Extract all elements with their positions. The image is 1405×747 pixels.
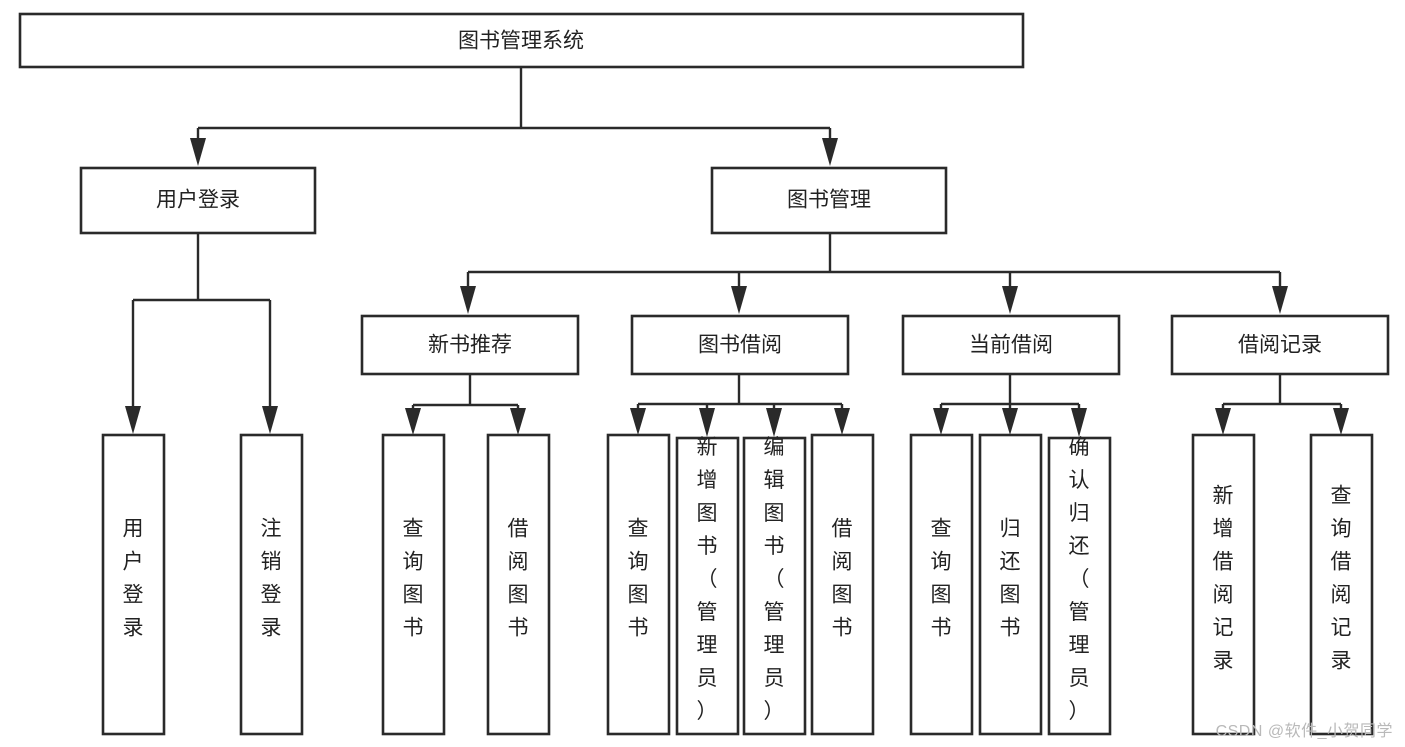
node-root-book-management-system[interactable]: 图书管理系统: [18, 12, 1025, 69]
arrow-head-leaf-book-borrow-3: [766, 408, 782, 437]
leaf-box-user-login-2[interactable]: [239, 433, 304, 736]
arrow-head-leaf-user-login-1: [125, 406, 141, 434]
leaf-node-book-borrow-4[interactable]: 借阅图书: [810, 433, 875, 736]
node-box-book-borrow[interactable]: [630, 314, 850, 376]
node-current-borrow[interactable]: 当前借阅: [901, 314, 1121, 376]
arrow-head-leaf-book-borrow-4: [834, 408, 850, 435]
leaf-box-borrow-record-1[interactable]: [1191, 433, 1256, 736]
node-label-book-borrow: 图书借阅: [698, 334, 782, 357]
arrow-head-leaf-current-borrow-1: [933, 408, 949, 435]
leaf-node-current-borrow-1[interactable]: 查询图书: [909, 433, 974, 736]
node-label-book-management: 图书管理: [787, 189, 871, 212]
leaf-box-current-borrow-3[interactable]: [1047, 436, 1112, 736]
arrow-head-leaf-borrow-record-2: [1333, 408, 1349, 435]
node-label-user-login: 用户登录: [156, 189, 240, 212]
leaf-node-book-borrow-1[interactable]: 查询图书: [606, 433, 671, 736]
node-box-current-borrow[interactable]: [901, 314, 1121, 376]
node-book-management[interactable]: 图书管理: [710, 166, 948, 235]
leaf-box-book-borrow-3[interactable]: [742, 436, 807, 736]
arrow-head-book-mgmt: [822, 138, 838, 166]
node-label-new-book-recommend: 新书推荐: [428, 334, 512, 357]
arrow-head-leaf-book-borrow-1: [630, 408, 646, 435]
leaf-node-new-book-2[interactable]: 借阅图书: [486, 433, 551, 736]
arrow-head-leaf-new-book-2: [510, 408, 526, 435]
leaf-node-book-borrow-2[interactable]: 新增图书（管理员）: [675, 436, 740, 736]
leaf-box-book-borrow-1[interactable]: [606, 433, 671, 736]
connector-group-user-login: [125, 233, 278, 434]
leaf-label-new-book-1: 查询图书: [403, 518, 424, 640]
leaf-box-book-borrow-4[interactable]: [810, 433, 875, 736]
leaf-node-borrow-record-1[interactable]: 新增借阅记录: [1191, 433, 1256, 736]
leaf-label-book-borrow-2: 新增图书（管理员）: [697, 436, 718, 723]
leaf-label-borrow-record-2: 查询借阅记录: [1331, 485, 1352, 673]
leaf-box-current-borrow-1[interactable]: [909, 433, 974, 736]
node-label-root: 图书管理系统: [458, 30, 584, 53]
arrow-head-borrow-record: [1272, 286, 1288, 314]
node-box-book-management[interactable]: [710, 166, 948, 235]
arrow-head-leaf-current-borrow-3: [1071, 408, 1087, 437]
arrow-head-leaf-borrow-record-1: [1215, 408, 1231, 435]
node-borrow-record[interactable]: 借阅记录: [1170, 314, 1390, 376]
arrow-head-new-book: [460, 286, 476, 314]
connector-group-borrow-record: [1215, 375, 1349, 435]
arrow-head-leaf-current-borrow-2: [1002, 408, 1018, 435]
leaf-box-new-book-2[interactable]: [486, 433, 551, 736]
leaf-label-book-borrow-3: 编辑图书（管理员）: [764, 436, 785, 723]
leaf-node-current-borrow-3[interactable]: 确认归还（管理员）: [1047, 436, 1112, 736]
node-box-root[interactable]: [18, 12, 1025, 69]
node-label-current-borrow: 当前借阅: [969, 334, 1053, 357]
leaf-node-borrow-record-2[interactable]: 查询借阅记录: [1309, 433, 1374, 736]
arrow-head-book-borrow: [731, 286, 747, 314]
node-new-book-recommend[interactable]: 新书推荐: [360, 314, 580, 376]
arrow-head-user-login: [190, 138, 206, 166]
leaf-node-book-borrow-3[interactable]: 编辑图书（管理员）: [742, 436, 807, 736]
connector-group-book-borrow: [630, 375, 850, 437]
connector-group-root: [190, 68, 838, 166]
leaf-node-new-book-1[interactable]: 查询图书: [381, 433, 446, 736]
arrow-head-leaf-user-login-2: [262, 406, 278, 434]
connector-group-current-borrow: [933, 375, 1087, 437]
leaf-label-borrow-record-1: 新增借阅记录: [1213, 485, 1234, 673]
leaf-node-user-login-2[interactable]: 注销登录: [239, 433, 304, 736]
node-user-login[interactable]: 用户登录: [79, 166, 317, 235]
leaf-node-user-login-1[interactable]: 用户登录: [101, 433, 166, 736]
leaf-box-borrow-record-2[interactable]: [1309, 433, 1374, 736]
node-label-borrow-record: 借阅记录: [1238, 334, 1322, 357]
leaf-label-book-borrow-1: 查询图书: [628, 518, 649, 640]
leaf-box-book-borrow-2[interactable]: [675, 436, 740, 736]
leaf-box-new-book-1[interactable]: [381, 433, 446, 736]
arrow-head-leaf-book-borrow-2: [699, 408, 715, 437]
leaf-box-user-login-1[interactable]: [101, 433, 166, 736]
node-book-borrow[interactable]: 图书借阅: [630, 314, 850, 376]
leaf-label-current-borrow-1: 查询图书: [931, 518, 952, 640]
arrow-head-current-borrow: [1002, 286, 1018, 314]
connector-group-book-mgmt: [460, 233, 1288, 314]
leaf-label-current-borrow-3: 确认归还（管理员）: [1069, 436, 1090, 723]
leaf-node-current-borrow-2[interactable]: 归还图书: [978, 433, 1043, 736]
leaf-label-user-login-2: 注销登录: [261, 518, 282, 640]
node-box-user-login[interactable]: [79, 166, 317, 235]
arrow-head-leaf-new-book-1: [405, 408, 421, 435]
leaf-label-current-borrow-2: 归还图书: [1000, 518, 1021, 640]
connector-group-new-book: [405, 375, 526, 435]
node-box-borrow-record[interactable]: [1170, 314, 1390, 376]
leaf-label-user-login-1: 用户登录: [123, 518, 144, 640]
leaf-label-new-book-2: 借阅图书: [508, 518, 529, 640]
leaf-label-book-borrow-4: 借阅图书: [832, 518, 853, 640]
leaf-box-current-borrow-2[interactable]: [978, 433, 1043, 736]
node-box-new-book-recommend[interactable]: [360, 314, 580, 376]
